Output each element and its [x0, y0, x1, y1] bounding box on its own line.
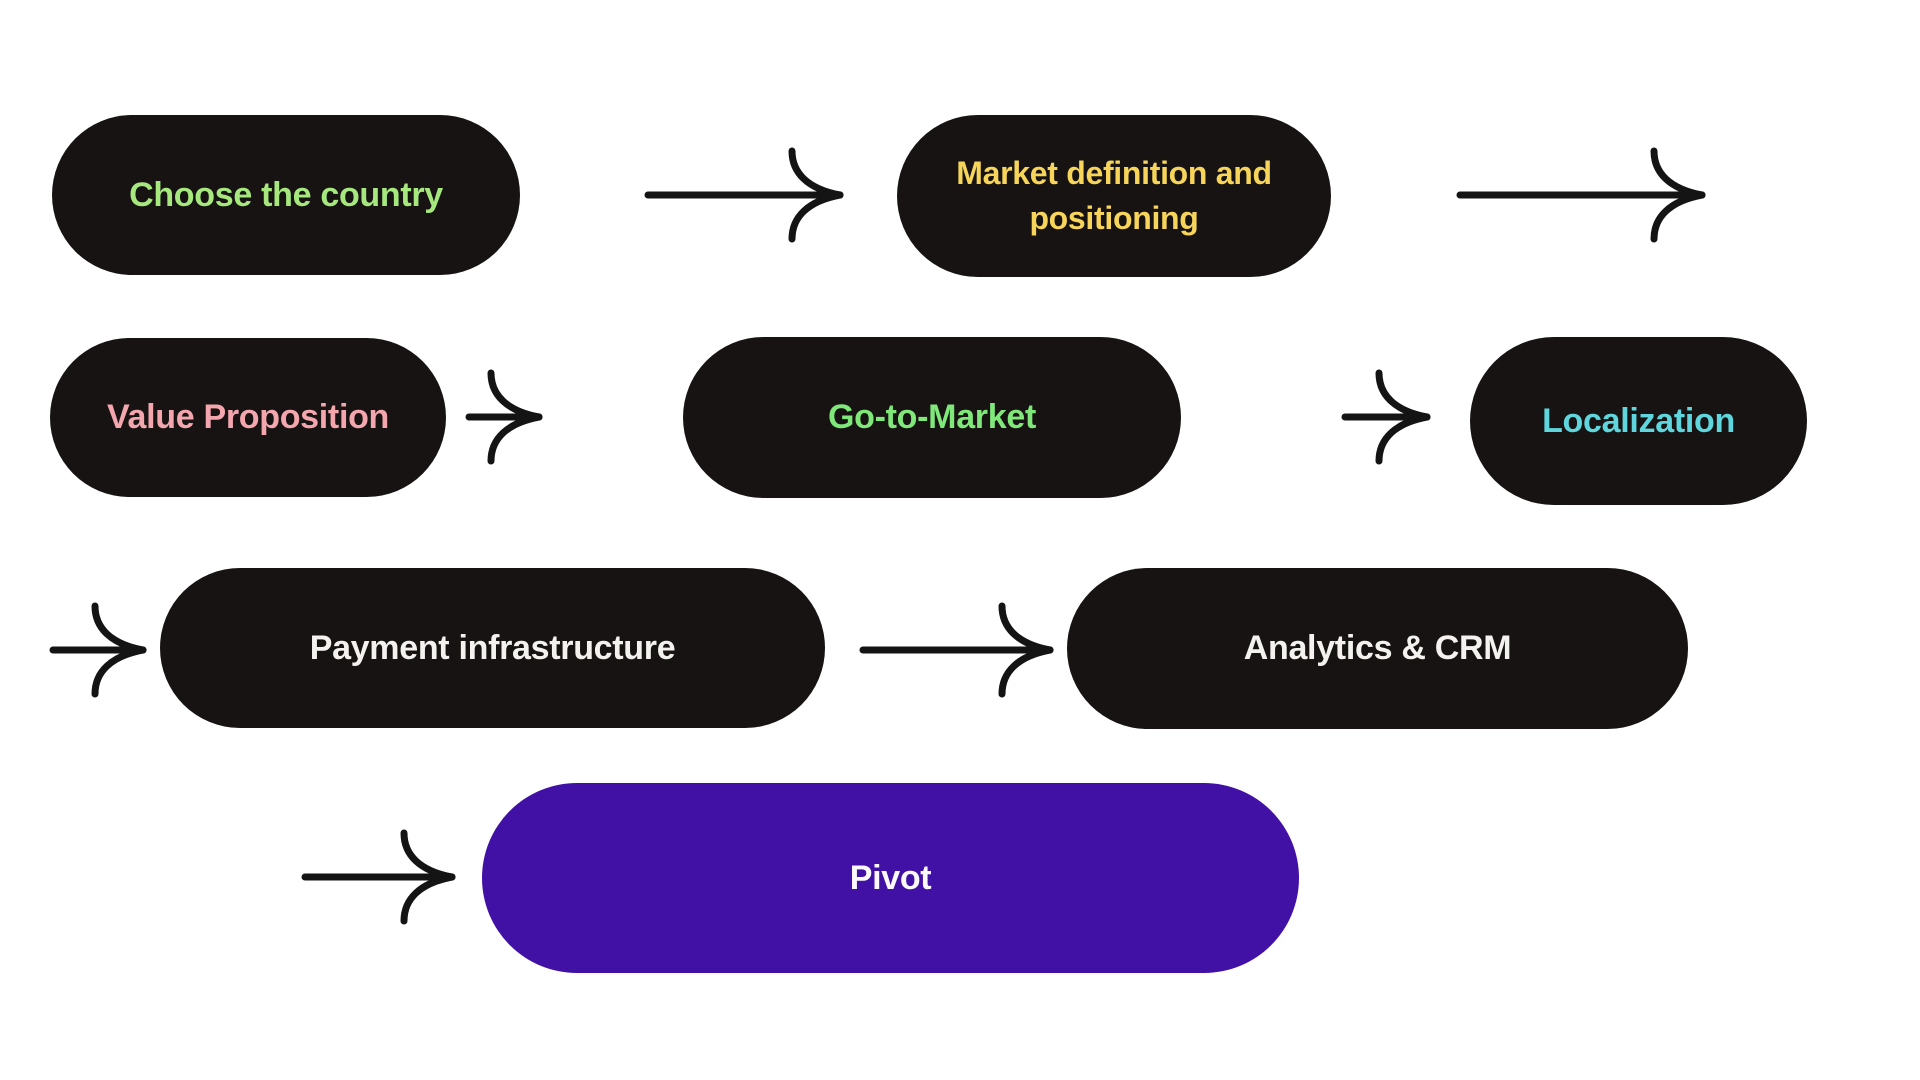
step-choose-country: Choose the country [52, 115, 520, 275]
flow-arrow-icon [49, 602, 147, 698]
flow-arrow-icon [1341, 369, 1431, 465]
step-market-definition-label: Market definition and positioning [956, 154, 1272, 236]
step-market-definition: Market definition and positioning [897, 115, 1331, 277]
step-pivot-label: Pivot [849, 858, 932, 897]
step-value-proposition: Value Proposition [50, 338, 446, 497]
step-analytics-crm: Analytics & CRM [1067, 568, 1688, 729]
step-analytics-crm-label: Analytics & CRM [1243, 629, 1512, 667]
step-localization: Localization [1470, 337, 1807, 505]
step-go-to-market-label: Go-to-Market [828, 398, 1036, 436]
step-payment-infrastructure-label: Payment infrastructure [309, 628, 676, 667]
step-payment-infrastructure: Payment infrastructure [160, 568, 825, 728]
step-go-to-market: Go-to-Market [683, 337, 1181, 498]
flow-arrow-icon [465, 369, 543, 465]
step-pivot: Pivot [482, 783, 1299, 973]
step-localization-label: Localization [1542, 401, 1735, 440]
flow-arrow-icon [644, 147, 844, 243]
flow-arrow-icon [301, 829, 456, 925]
step-value-proposition-label: Value Proposition [106, 398, 390, 436]
flow-arrow-icon [1456, 147, 1706, 243]
flow-arrow-icon [859, 602, 1054, 698]
step-choose-country-label: Choose the country [129, 175, 443, 214]
